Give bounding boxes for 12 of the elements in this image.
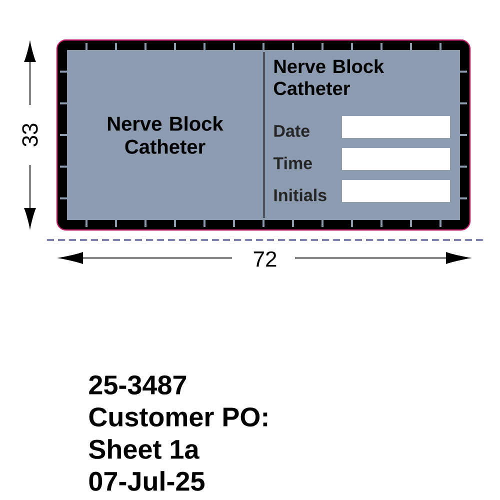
panel-text: Nerve Block Catheter (108, 116, 224, 154)
field-label: Time (273, 156, 312, 170)
field-label: Initials (274, 188, 326, 202)
note-text: 25-3487 (89, 375, 186, 395)
dimension-label: 72 (254, 251, 276, 267)
label-drawing (56, 39, 471, 231)
note-text: Sheet 1a (88, 439, 200, 459)
note-text: Customer PO: (89, 407, 268, 427)
field-label: Date (274, 125, 310, 137)
dimension-label: 33 (22, 124, 38, 146)
note-text: 07-Jul-25 (89, 471, 204, 491)
panel-heading: Nerve Block Catheter (274, 59, 384, 96)
